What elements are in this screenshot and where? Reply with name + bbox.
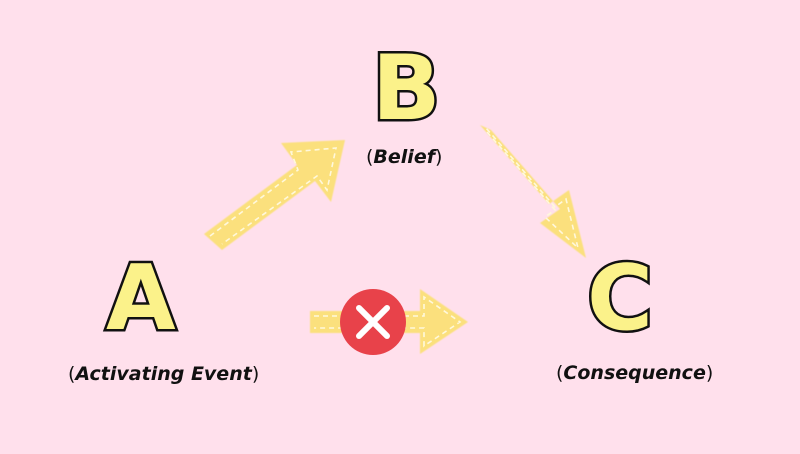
paren-close: )	[705, 362, 714, 384]
paren-open: (	[556, 362, 564, 384]
arrow-a-to-b	[204, 140, 345, 250]
paren-open: (	[366, 146, 374, 168]
node-b-label: (Belief)	[366, 148, 442, 167]
paren-close: )	[434, 146, 443, 168]
cross-icon	[340, 289, 406, 355]
node-c-label: (Consequence)	[556, 364, 713, 383]
node-b-letter: B	[370, 36, 444, 141]
node-a-label: (Activating Event)	[68, 365, 259, 384]
node-b-label-text: Belief	[373, 146, 435, 168]
node-a-letter: A	[104, 246, 179, 351]
node-c-label-text: Consequence	[563, 362, 706, 384]
node-a-label-text: Activating Event	[75, 363, 252, 385]
node-c-letter: C	[584, 246, 655, 351]
paren-close: )	[251, 363, 260, 385]
arrow-b-to-c	[480, 125, 586, 258]
paren-open: (	[68, 363, 76, 385]
